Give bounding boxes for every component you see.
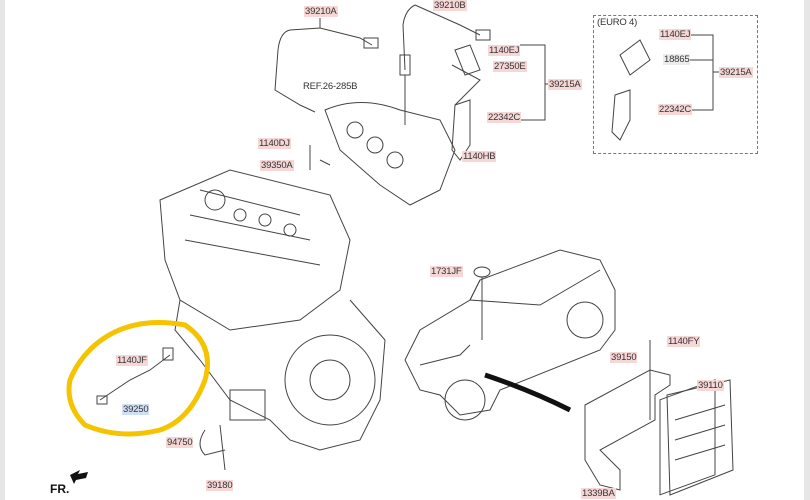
sensor-a-connector — [363, 37, 379, 49]
left-scroll-edge — [0, 0, 5, 500]
label-39210b[interactable]: 39210B — [433, 0, 467, 11]
label-27350e[interactable]: 27350E — [493, 61, 527, 72]
sensor-39180 — [199, 424, 226, 471]
highlight-circle — [66, 320, 210, 437]
label-euro-1140ej[interactable]: 1140EJ — [659, 29, 692, 40]
right-scroll-edge — [804, 0, 810, 500]
label-euro-22342c[interactable]: 22342C — [658, 104, 693, 115]
label-1140dj[interactable]: 1140DJ — [258, 138, 291, 149]
label-22342c[interactable]: 22342C — [487, 112, 522, 123]
label-1339ba[interactable]: 1339BA — [581, 488, 616, 499]
label-39180[interactable]: 39180 — [206, 480, 234, 491]
exhaust-manifold — [324, 102, 456, 206]
label-1731jf[interactable]: 1731JF — [430, 266, 463, 277]
engine-block — [174, 299, 386, 451]
label-94750[interactable]: 94750 — [166, 437, 194, 448]
oil-filter — [229, 389, 266, 421]
label-39250[interactable]: 39250 — [122, 404, 150, 415]
label-39210a[interactable]: 39210A — [304, 6, 338, 17]
label-1140jf[interactable]: 1140JF — [116, 355, 148, 366]
sensor-39250 — [99, 354, 171, 401]
plug-1731jf — [473, 266, 491, 278]
ecu-bracket — [584, 369, 671, 491]
label-ref-26-285b[interactable]: REF.26-285B — [303, 81, 358, 92]
oxygen-sensor-a — [274, 18, 321, 113]
front-direction-label: FR. — [50, 482, 70, 496]
euro4-title: (EURO 4) — [597, 17, 638, 28]
label-39150[interactable]: 39150 — [610, 352, 638, 363]
label-euro-18865[interactable]: 18865 — [663, 54, 691, 65]
label-1140hb[interactable]: 1140HB — [462, 151, 497, 162]
label-39110[interactable]: 39110 — [697, 380, 724, 391]
oxygen-sensor-b — [402, 4, 416, 71]
label-39215a[interactable]: 39215A — [548, 79, 582, 90]
euro4-inset-box — [593, 15, 758, 154]
front-arrow-icon — [70, 470, 88, 484]
label-1140fy[interactable]: 1140FY — [667, 336, 701, 347]
engine-head — [159, 169, 351, 331]
label-39350a[interactable]: 39350A — [260, 160, 294, 171]
bracket — [454, 44, 481, 76]
label-1140ej[interactable]: 1140EJ — [488, 45, 521, 56]
label-euro-39215a[interactable]: 39215A — [719, 67, 753, 78]
